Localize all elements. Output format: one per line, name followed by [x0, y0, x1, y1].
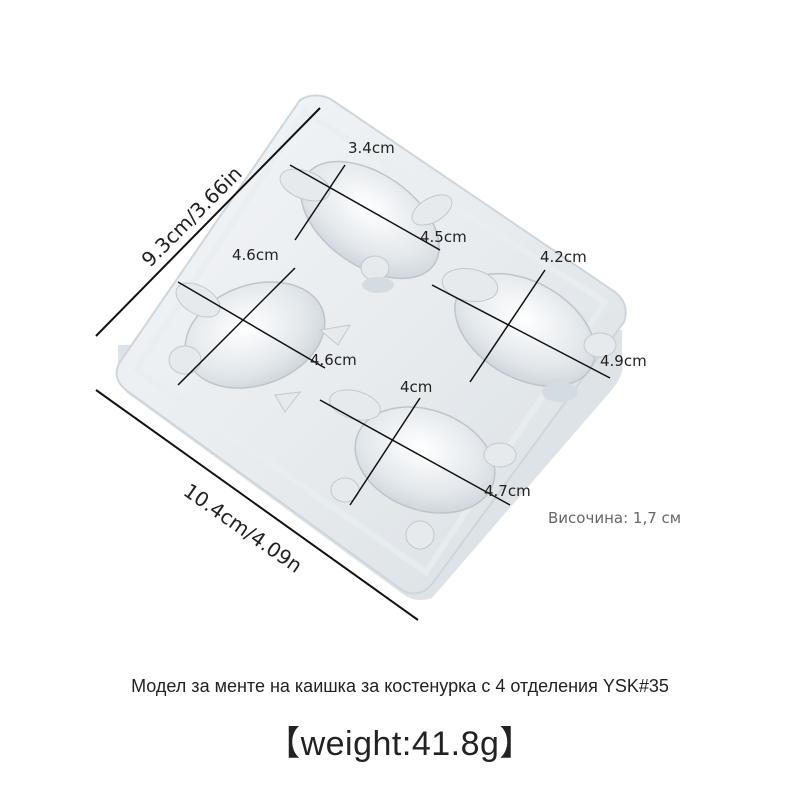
turtle-cavity-bottom — [329, 389, 517, 550]
cavity-bottom-width-label: 4cm — [400, 378, 432, 396]
turtle-cavity-right — [441, 268, 617, 402]
cavity-top-length-label: 4.5cm — [420, 228, 467, 246]
cavity-left-length-label: 4.6cm — [310, 351, 357, 369]
cavity-measure-lines — [177, 164, 611, 506]
cavity-bottom-length-label: 4.7cm — [484, 482, 531, 500]
turtle-cavity-left — [168, 281, 351, 413]
length-dimension-line — [95, 389, 419, 621]
cavity-right-length-label: 4.9cm — [600, 352, 647, 370]
width-dimension-line — [95, 107, 321, 337]
cavity-right-width-label: 4.2cm — [540, 248, 587, 266]
product-weight: 【weight:41.8g】 — [266, 725, 534, 763]
cavity-top-width-label: 3.4cm — [348, 139, 395, 157]
height-note: Височина: 1,7 см — [548, 509, 681, 527]
product-title: Модел за менте на каишка за костенурка с… — [131, 676, 669, 696]
cavity-left-width-label: 4.6cm — [232, 246, 279, 264]
